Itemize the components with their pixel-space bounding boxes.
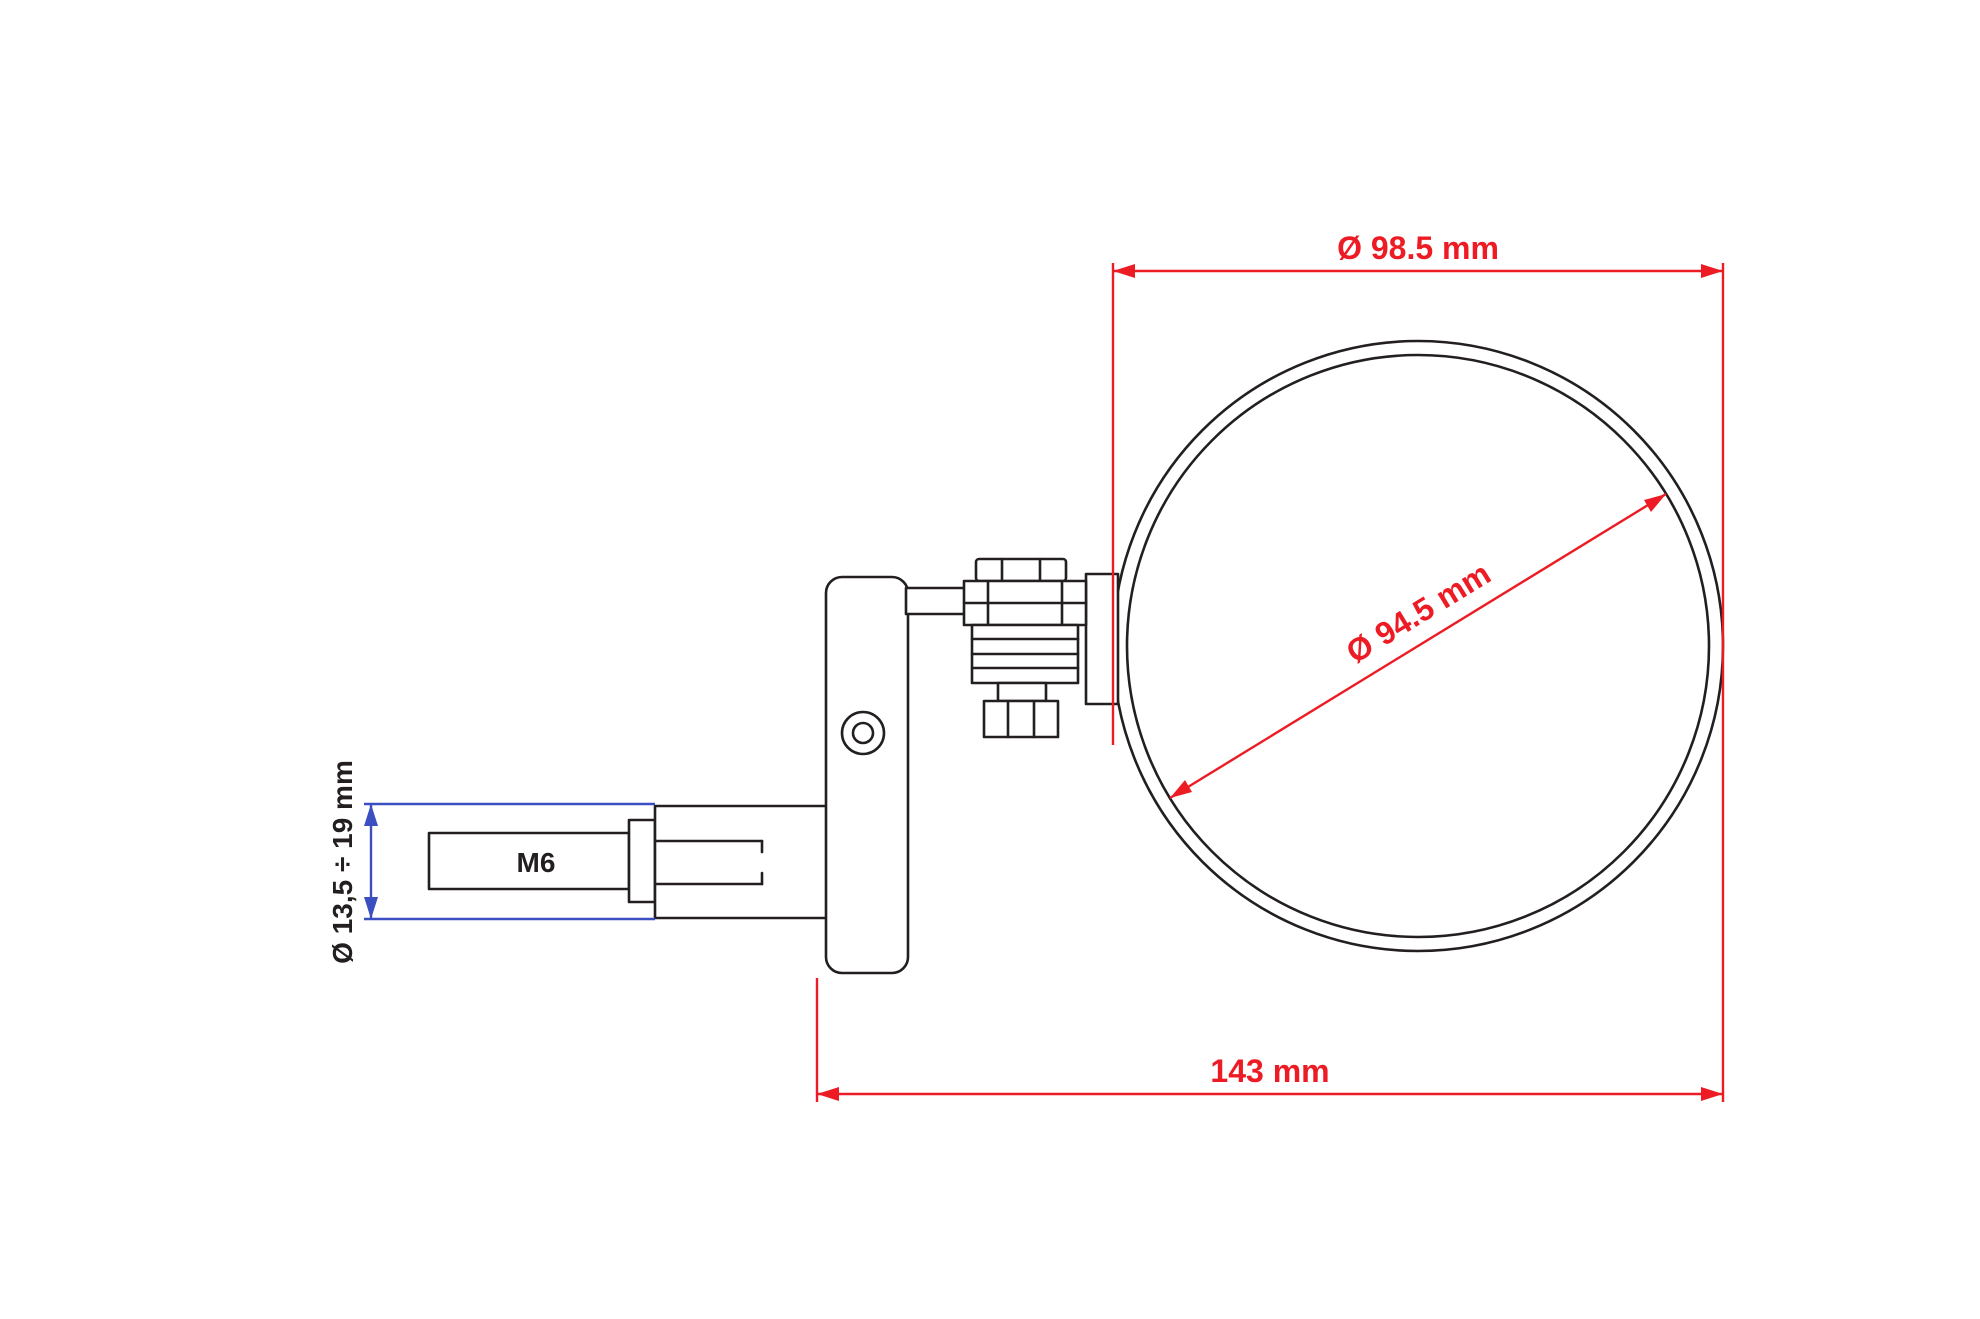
dimension-stem-arrow-top (364, 804, 378, 826)
pivot-bolt-head (974, 557, 1068, 583)
dimension-diagonal-arrow-start (1170, 780, 1192, 798)
mirror-inner-rim (1125, 353, 1711, 939)
dimension-diagonal: Ø 94.5 mm (1169, 492, 1667, 800)
dimension-bottom: 143 mm (815, 978, 1723, 1102)
clamp-bolt-head (840, 710, 886, 756)
dimension-top-arrow-right (1701, 264, 1723, 278)
stem-assembly (427, 804, 829, 920)
dimension-diagonal-arrow-end (1644, 494, 1666, 512)
washer (627, 818, 657, 904)
clamp-bolt-socket (851, 721, 875, 745)
m6-thread-label: M6 (517, 847, 556, 878)
joint-neck (996, 681, 1048, 703)
dimension-bottom-arrow-left (817, 1087, 839, 1101)
dimension-stem-label: Ø 13,5 ÷ 19 mm (327, 760, 358, 964)
dimension-top-label: Ø 98.5 mm (1337, 230, 1499, 266)
dimension-stem: Ø 13,5 ÷ 19 mm (327, 760, 655, 964)
expander-sleeve (653, 804, 829, 920)
dimension-bottom-arrow-right (1701, 1087, 1723, 1101)
dimension-stem-arrow-bottom (364, 897, 378, 919)
lock-nut (982, 699, 1060, 739)
pivot-joint (904, 557, 1120, 739)
dimension-top-arrow-left (1113, 264, 1135, 278)
mount-body (824, 575, 910, 975)
dimension-top: Ø 98.5 mm (1111, 230, 1725, 1102)
dimension-diagonal-line (1169, 492, 1667, 800)
dimension-bottom-label: 143 mm (1210, 1053, 1329, 1089)
mount-body-group (824, 575, 910, 975)
